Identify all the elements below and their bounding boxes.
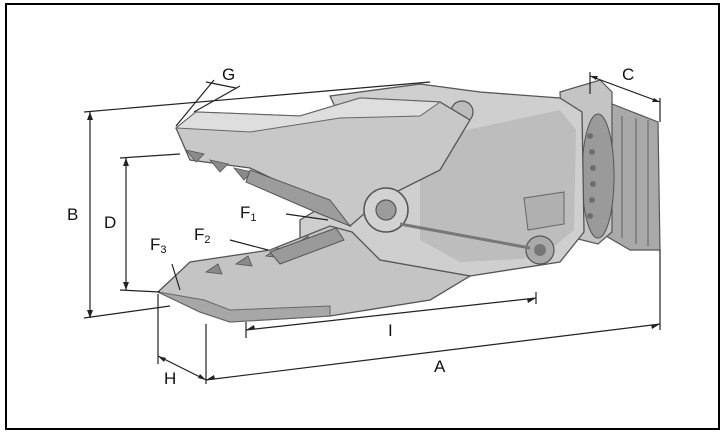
cylinder-rod xyxy=(399,222,531,250)
label-I: I xyxy=(388,321,393,340)
figure-border xyxy=(5,3,720,430)
cylinder-pin-center xyxy=(534,244,546,256)
label-F2: F2 xyxy=(194,225,211,246)
dimension-arrows xyxy=(87,76,660,380)
label-F2-sub: 2 xyxy=(204,234,210,246)
rotator-ring xyxy=(581,113,615,239)
upper-blade xyxy=(245,169,352,228)
lower-blade xyxy=(269,227,345,265)
label-F1-base: F xyxy=(240,203,250,222)
label-D: D xyxy=(104,213,116,232)
upper-jaw-top-face xyxy=(174,97,442,133)
label-F2-base: F xyxy=(194,225,204,244)
label-C: C xyxy=(622,65,634,84)
label-H: H xyxy=(164,369,176,388)
body-panel xyxy=(523,191,565,231)
label-A: A xyxy=(434,357,446,376)
label-F1-sub: 1 xyxy=(250,212,256,224)
plate-ribs xyxy=(621,116,649,246)
demolition-shear-illustration xyxy=(156,79,661,323)
label-G: G xyxy=(222,65,235,84)
lower-jaw-face xyxy=(157,291,331,323)
label-F3-base: F xyxy=(150,235,160,254)
bolt-row xyxy=(587,133,596,219)
label-F1: F1 xyxy=(240,203,257,224)
label-F3: F3 xyxy=(150,235,167,256)
label-F3-sub: 3 xyxy=(160,244,166,256)
main-pivot-bolt xyxy=(375,199,397,221)
label-B: B xyxy=(67,205,78,224)
